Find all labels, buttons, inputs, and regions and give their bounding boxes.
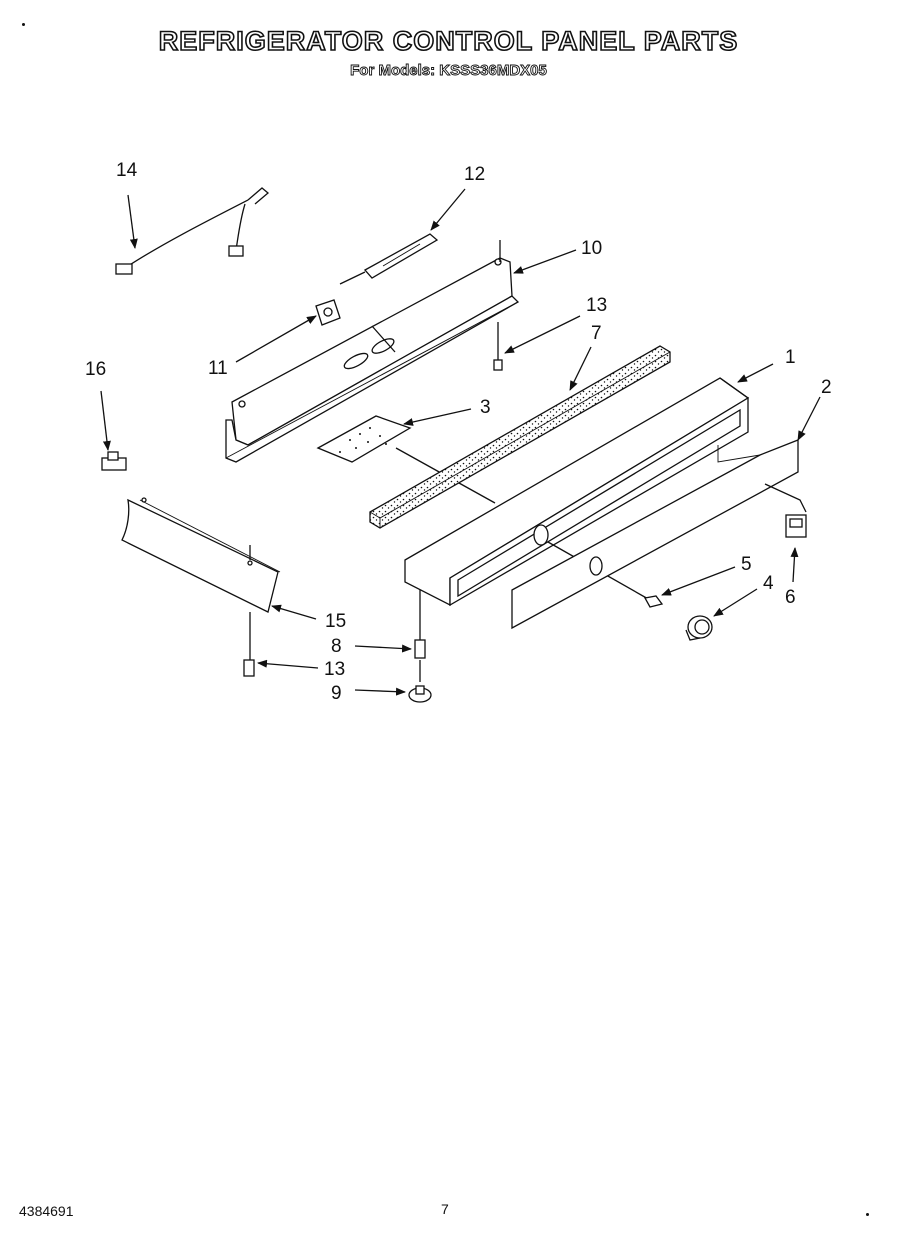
document-code: 4384691	[19, 1203, 74, 1219]
trim-cover-part	[121, 497, 281, 660]
control-bracket-part	[225, 240, 520, 463]
callout-13-upper: 13	[586, 295, 607, 316]
callout-6: 6	[785, 587, 796, 608]
callout-13-lower: 13	[324, 659, 345, 680]
screw-lower-part	[243, 659, 255, 677]
callout-2: 2	[821, 377, 832, 398]
control-knob-part	[685, 615, 713, 641]
washer-plate-part	[643, 595, 664, 608]
callout-15: 15	[325, 611, 346, 632]
leveling-screw-part	[414, 590, 426, 682]
sensor-tube-part	[339, 233, 439, 285]
callout-12: 12	[464, 164, 485, 185]
housing-back-panel-part	[511, 439, 799, 630]
callout-9: 9	[331, 683, 342, 704]
callout-10: 10	[581, 238, 602, 259]
corner-mark-top	[22, 23, 25, 26]
callout-leaders	[100, 188, 821, 696]
control-housing-part	[404, 377, 750, 607]
callout-11: 11	[208, 358, 228, 379]
foot-pad-part	[408, 685, 432, 703]
callout-1: 1	[785, 347, 796, 368]
callout-3: 3	[480, 397, 491, 418]
switch-clip-part	[315, 299, 341, 326]
wire-harness-part	[115, 187, 270, 275]
callout-4: 4	[763, 573, 774, 594]
corner-mark-bottom	[866, 1213, 869, 1216]
screw-upper-part	[493, 322, 503, 371]
callout-14: 14	[116, 160, 138, 181]
page-title: REFRIGERATOR CONTROL PANEL PARTS	[158, 25, 739, 57]
callout-16: 16	[85, 359, 106, 380]
foam-strip-part	[369, 345, 671, 529]
callout-5: 5	[741, 554, 752, 575]
model-subtitle: For Models: KSSS36MDX05	[350, 62, 548, 80]
callout-7: 7	[591, 323, 602, 344]
connector-part	[764, 483, 807, 538]
page-number: 7	[441, 1201, 449, 1217]
callout-8: 8	[331, 636, 342, 657]
retainer-clip-part	[101, 451, 127, 471]
